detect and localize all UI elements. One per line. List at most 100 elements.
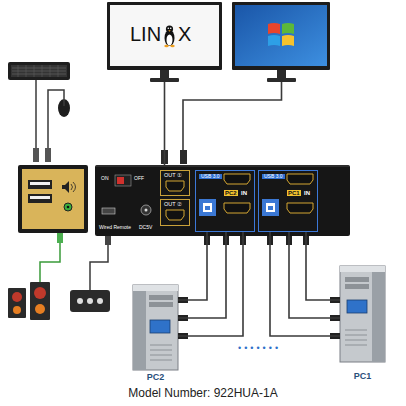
wired-remote — [77, 298, 83, 304]
right-monitor — [277, 70, 286, 78]
keyboard-cable — [33, 80, 39, 162]
node-label: USB 3.0 — [262, 174, 285, 179]
side-panel — [30, 182, 50, 185]
right-monitor — [268, 35, 280, 46]
penguin-logo — [167, 35, 173, 46]
node-label: IN — [241, 190, 247, 196]
hdmi-port — [224, 203, 250, 213]
node-label: PC1 — [354, 372, 372, 381]
right-monitor — [267, 78, 296, 82]
penguin-logo — [168, 30, 170, 32]
mouse — [58, 99, 70, 117]
wired-remote — [70, 290, 110, 312]
computer-tower: PC2 — [133, 285, 178, 370]
node-label: Wired Remote — [99, 225, 131, 230]
pc2-tower — [150, 320, 170, 333]
side-panel — [28, 194, 52, 203]
node-label: PC2 — [147, 373, 165, 382]
left-monitor — [110, 5, 219, 66]
keyboard-cable — [33, 148, 39, 162]
kvm-back-panel — [145, 209, 148, 212]
usb-port — [205, 206, 210, 210]
pc1-tower — [345, 284, 369, 289]
pc2-tower — [149, 295, 173, 300]
node-label: DC5V — [139, 225, 152, 230]
cable-connector — [270, 232, 340, 336]
hdmi-port — [287, 203, 313, 213]
hdmi-port — [166, 210, 184, 220]
model-caption: Model Number: 922HUA-1A — [0, 387, 406, 399]
keyboard — [11, 65, 67, 77]
right-monitor — [232, 2, 330, 70]
right-monitor — [268, 23, 280, 34]
wired-remote — [97, 298, 103, 304]
hdmi-out-frame: OUT ② — [160, 199, 190, 226]
mouse — [58, 99, 70, 117]
node-label: OUT ② — [164, 202, 182, 208]
usb-port — [266, 203, 275, 212]
penguin-logo — [166, 25, 173, 32]
monitor-cable — [180, 150, 187, 164]
left-monitor — [150, 78, 179, 82]
node-label: OUT ① — [164, 173, 182, 179]
side-panel — [18, 165, 88, 233]
remote-cable — [90, 236, 111, 290]
remote-cable — [105, 236, 111, 245]
side-panel — [64, 203, 72, 211]
side-panel — [22, 169, 84, 229]
cable-connector — [164, 82, 166, 165]
speakers — [13, 306, 21, 314]
left-monitor — [160, 70, 169, 78]
kvm-back-panel — [96, 166, 349, 167]
left-monitor — [107, 2, 222, 82]
right-monitor — [282, 35, 294, 46]
monitor-cable — [183, 82, 282, 150]
kvm-back-panel — [117, 177, 124, 184]
kvm-back-panel — [102, 208, 115, 214]
mouse — [64, 100, 65, 106]
pc1-tower — [347, 300, 367, 313]
monitor: LINX — [107, 2, 222, 82]
mouse-cable — [45, 148, 51, 162]
hdmi-out-frame: OUT ① — [160, 170, 190, 196]
kvm-back-panel: ONOFFWired RemoteDC5VOUT ①OUT ②USB 3.0PC… — [95, 165, 350, 236]
pc2-tower — [133, 285, 146, 370]
cable-connector — [178, 232, 243, 336]
right-monitor — [282, 23, 294, 34]
hdmi-port — [166, 181, 184, 191]
pc1-tower — [345, 330, 367, 345]
penguin-logo — [170, 28, 172, 30]
monitor-cable — [161, 82, 282, 164]
node-label: LIN — [130, 24, 161, 44]
penguin-logo — [170, 45, 174, 47]
pc1-tower — [372, 266, 385, 362]
usb-port — [268, 206, 273, 210]
pc1-tower — [340, 266, 385, 272]
pc-port-group: USB 3.0PC2IN — [195, 170, 255, 232]
node-label: OFF — [134, 176, 144, 181]
node-label: IN — [304, 190, 310, 196]
cable-connector — [178, 232, 226, 318]
side-panel — [18, 165, 88, 233]
mouse-cable — [48, 90, 64, 150]
usb-port — [199, 199, 279, 216]
keyboard — [18, 65, 58, 77]
hdmi-port — [166, 174, 313, 220]
pc1-tower — [345, 277, 369, 282]
continuation-dots: ••••••• — [238, 344, 281, 353]
pc2-tower — [150, 345, 172, 360]
pc1-tower — [340, 266, 385, 362]
wired-remote — [87, 298, 93, 304]
cable-connector — [178, 232, 207, 300]
hdmi-port — [287, 174, 313, 184]
kvm-back-panel — [115, 175, 131, 186]
node-label: PC2 — [224, 190, 238, 196]
pc2-tower — [133, 285, 188, 370]
right-monitor — [232, 2, 330, 82]
pc1-tower — [330, 266, 385, 362]
speakers — [8, 288, 26, 318]
pc-port-group: USB 3.0PC1IN — [258, 170, 318, 232]
